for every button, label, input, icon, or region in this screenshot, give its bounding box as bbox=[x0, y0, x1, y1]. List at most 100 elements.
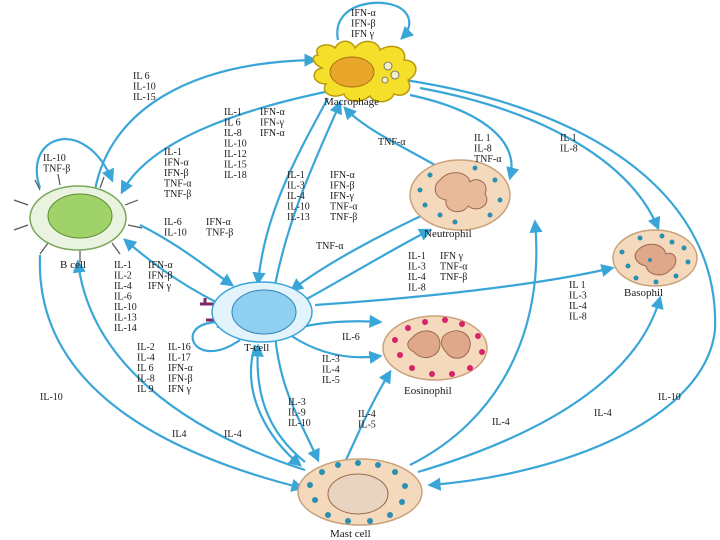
arrow-macrophage-to-basophil bbox=[419, 86, 661, 231]
cytokine-label-il4-mid: IL-4 bbox=[224, 429, 242, 440]
cytokine-name: IFN-α bbox=[351, 8, 376, 19]
mast-cell-label: Mast cell bbox=[330, 528, 371, 540]
cytokine-name: IL-4 bbox=[408, 272, 426, 283]
cytokine-name: TNF-α bbox=[316, 241, 344, 252]
cytokine-name: IL-15 bbox=[224, 160, 247, 171]
arrow-mastcell-to-eosinophil bbox=[344, 369, 392, 463]
cytokine-name: IL-4 bbox=[224, 429, 242, 440]
cytokine-name: IL-10 bbox=[287, 202, 310, 213]
cytokine-name: IL-12 bbox=[224, 149, 247, 160]
arrow-bcell-self bbox=[35, 138, 115, 189]
cytokine-name: IL-8 bbox=[137, 374, 155, 385]
basophil-label: Basophil bbox=[624, 287, 663, 299]
arrow-bcell-to-tcell bbox=[139, 224, 235, 287]
cytokine-name: TNF-β bbox=[43, 164, 70, 175]
cytokine-name: IL4 bbox=[172, 429, 186, 440]
arrow-tcell-self bbox=[191, 315, 241, 353]
cytokine-name: IL-4 bbox=[492, 417, 510, 428]
cytokine-name: IL-10 bbox=[43, 153, 66, 164]
cytokine-name: IL-6 bbox=[342, 332, 360, 343]
cytokine-name: IL-2 bbox=[137, 342, 155, 353]
t-cell bbox=[200, 281, 313, 343]
cytokine-name: IL-4 bbox=[358, 409, 376, 420]
cytokine-name: IL 6 bbox=[133, 71, 150, 82]
cytokine-name: IL 6 bbox=[137, 363, 154, 374]
cytokine-name: IL-4 bbox=[114, 281, 132, 292]
arrow-tcell-to-mastcell-left bbox=[250, 344, 303, 467]
cytokine-name: IFN-β bbox=[168, 374, 193, 385]
basophil-cell bbox=[612, 229, 698, 287]
cytokine-name: IFN-β bbox=[164, 168, 189, 179]
cytokine-name: TNF-β bbox=[164, 189, 191, 200]
cytokine-name: IL-5 bbox=[358, 420, 376, 431]
cytokine-name: IL 6 bbox=[224, 118, 241, 129]
cytokine-name: IL-4 bbox=[594, 408, 612, 419]
arrow-macrophage-to-tcell bbox=[252, 97, 329, 286]
cytokine-name: IL-13 bbox=[287, 212, 310, 223]
cytokine-name: IFN γ bbox=[351, 29, 375, 40]
eosinophil-cell bbox=[382, 315, 488, 381]
cytokine-name: IFN-α bbox=[260, 107, 285, 118]
cytokine-name: IL-3 bbox=[287, 181, 305, 192]
cytokine-label-tnf-neut: TNF-α bbox=[316, 241, 344, 252]
cytokine-label-t-to-eos: IL-6 bbox=[342, 332, 360, 343]
cytokine-name: IFN-α bbox=[168, 363, 193, 374]
cytokine-label-il4-right: IL-4 bbox=[492, 417, 510, 428]
neutrophil-cell bbox=[409, 159, 511, 231]
cytokine-name: IL-8 bbox=[560, 144, 578, 155]
cytokine-name: IL-17 bbox=[168, 353, 191, 364]
macrophage-cell bbox=[312, 40, 417, 103]
cytokine-name: IL-3 bbox=[322, 354, 340, 365]
cytokine-name: TNF-α bbox=[474, 154, 502, 165]
cytokine-name: IFN-β bbox=[330, 181, 355, 192]
cytokine-label-il10-left: IL-10 bbox=[40, 392, 63, 403]
cytokine-name: IFN γ bbox=[148, 281, 172, 292]
arrow-tcell-to-mastcell bbox=[273, 334, 320, 463]
cytokine-name: IL-15 bbox=[133, 92, 156, 103]
cytokine-name: IFN γ bbox=[440, 251, 464, 262]
cytokine-name: IL-5 bbox=[322, 375, 340, 386]
arrow-macrophage-self bbox=[336, 1, 415, 41]
arrow-mastcell-to-tcell bbox=[250, 343, 306, 463]
arrow-bcell-to-macrophage bbox=[93, 53, 318, 191]
arrow-mastcell-to-neutrophil bbox=[409, 219, 543, 466]
cytokine-name: IL-10 bbox=[224, 139, 247, 150]
cytokine-name: IFN-α bbox=[330, 170, 355, 181]
cytokine-name: TNF-β bbox=[330, 212, 357, 223]
cytokine-name: IL 1 bbox=[569, 280, 586, 291]
b-cell bbox=[13, 173, 143, 262]
cytokine-name: IL-1 bbox=[287, 170, 305, 181]
mast-cell bbox=[297, 458, 423, 526]
arrow-mastcell-to-bcell bbox=[72, 259, 306, 472]
arrow-tcell-to-eosinophil-2 bbox=[289, 334, 383, 364]
arrow-tcell-to-basophil bbox=[314, 264, 615, 307]
cytokine-name: IFN-β bbox=[351, 19, 376, 30]
macrophage-label: Macrophage bbox=[324, 96, 379, 108]
cytokine-name: IL-10 bbox=[133, 82, 156, 93]
arrow-tcell-to-macrophage bbox=[273, 100, 342, 286]
cytokine-name: IL-14 bbox=[114, 323, 137, 334]
cytokine-name: IFN γ bbox=[168, 384, 192, 395]
arrow-macrophage-to-mastcell bbox=[404, 78, 717, 491]
cytokine-label-il4-left: IL4 bbox=[172, 429, 186, 440]
cytokine-name: TNF-α bbox=[164, 179, 192, 190]
cytokine-name: IL-3 bbox=[569, 291, 587, 302]
cytokine-name: IL-1 bbox=[224, 107, 242, 118]
t-cell-label: T-cell bbox=[244, 342, 269, 354]
eosinophil-label: Eosinophil bbox=[404, 385, 452, 397]
cytokine-name: IL-1 bbox=[114, 260, 132, 271]
cytokine-name: IL-1 bbox=[164, 147, 182, 158]
